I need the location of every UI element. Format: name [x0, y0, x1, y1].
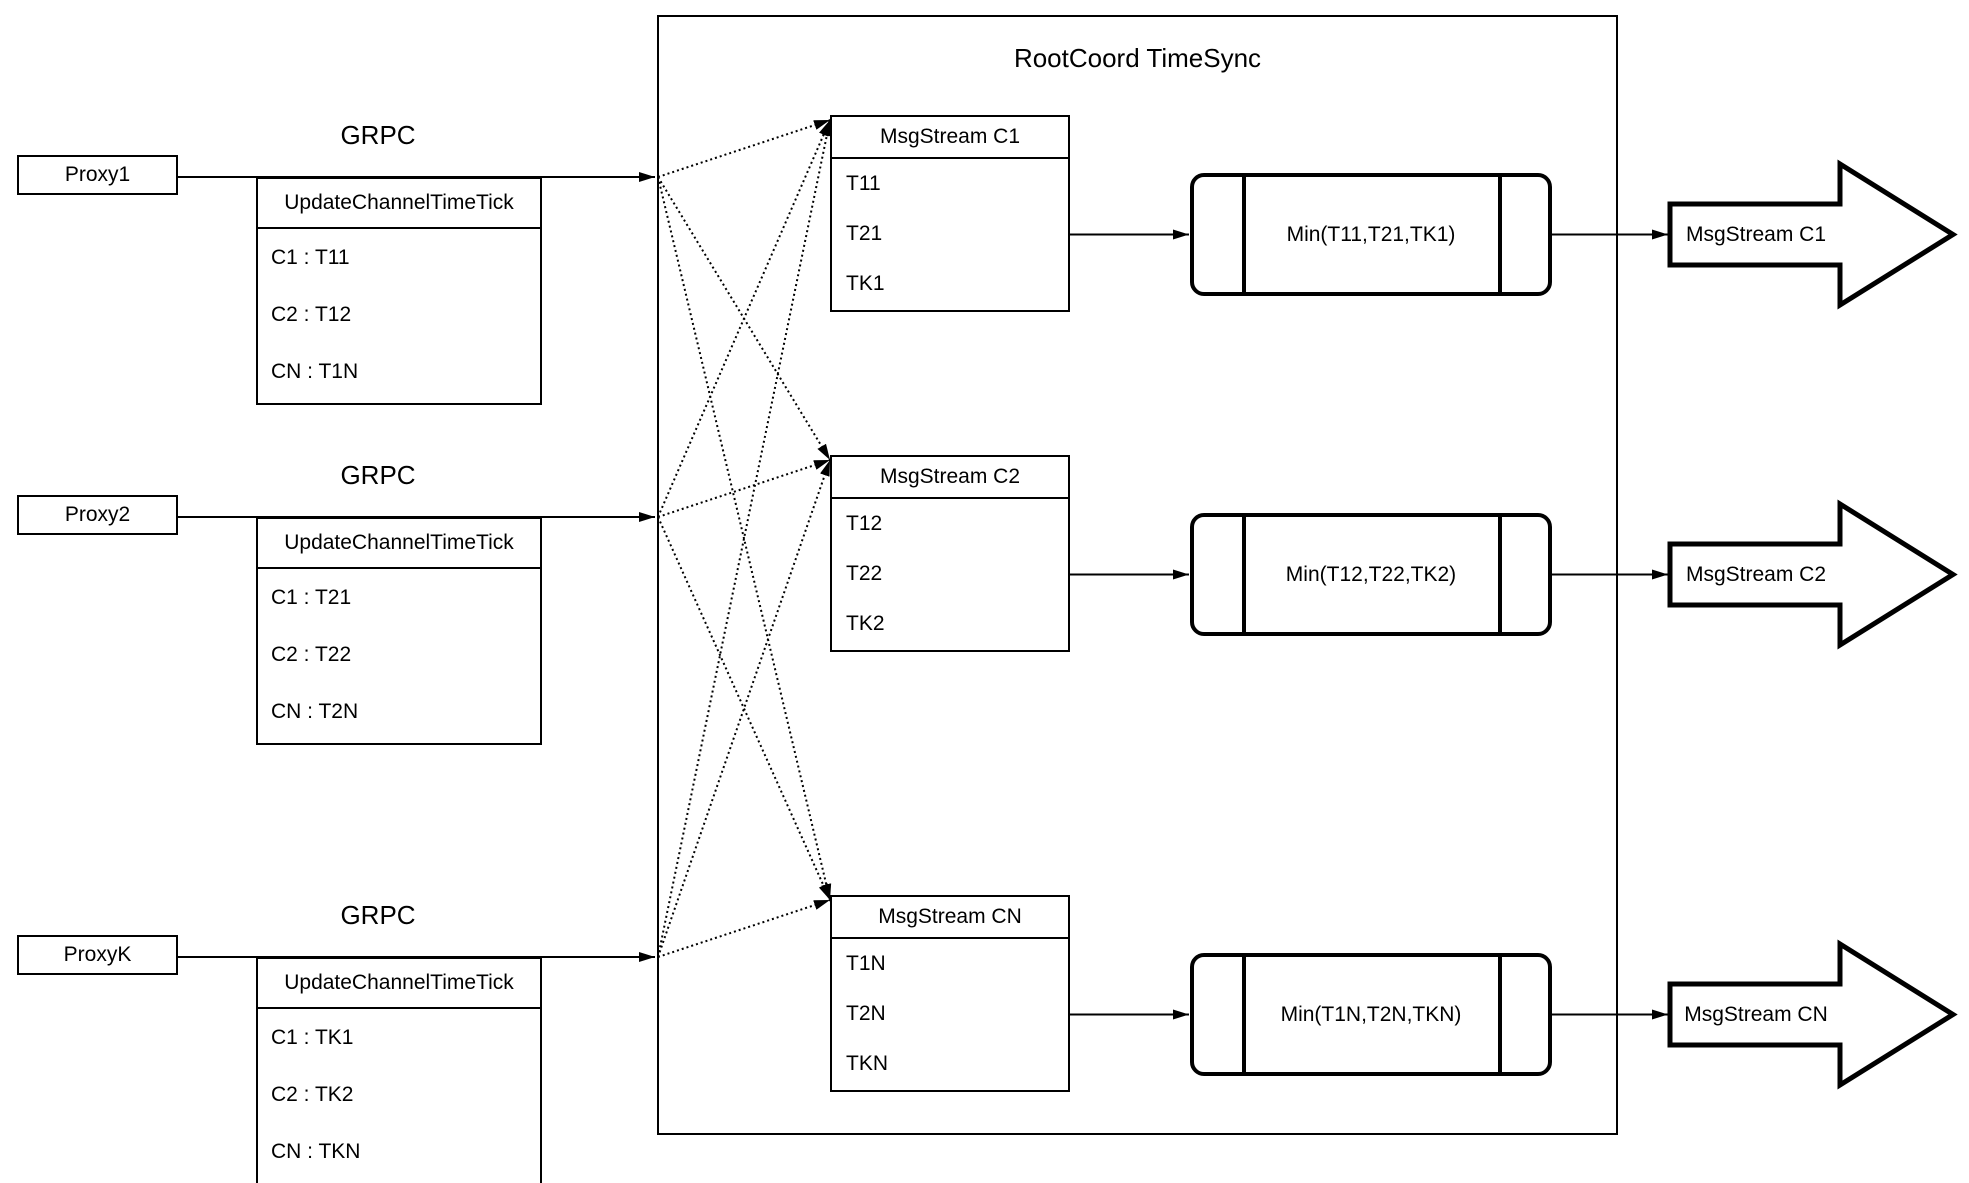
proxy-box: Proxy1	[17, 155, 178, 195]
table-row: T12	[846, 512, 883, 535]
process-bar	[1498, 517, 1502, 632]
table-header: MsgStream C1	[832, 117, 1068, 159]
table-header: MsgStream CN	[832, 897, 1068, 939]
update-channel-timetick-table: UpdateChannelTimeTick C1 : T11 C2 : T12 …	[256, 177, 542, 405]
table-row: T11	[846, 172, 881, 195]
msgstream-table: MsgStream C1 T11 T21 TK1	[830, 115, 1070, 312]
grpc-label: GRPC	[340, 459, 416, 490]
table-row: T2N	[846, 1002, 886, 1025]
grpc-label: GRPC	[340, 899, 416, 930]
table-row: TK1	[846, 272, 885, 295]
process-bar	[1498, 177, 1502, 292]
fanout-dotted-lines	[657, 119, 832, 958]
min-label: Min(T1N,T2N,TKN)	[1280, 1002, 1462, 1026]
rootcoord-title: RootCoord TimeSync	[1013, 43, 1262, 73]
output-arrow-label: MsgStream CN	[1684, 1003, 1828, 1026]
output-arrow-label: MsgStream C1	[1685, 223, 1827, 246]
msgstream-table: MsgStream C2 T12 T22 TK2	[830, 455, 1070, 652]
msgstream-output-arrow-shapes	[1667, 159, 1958, 1090]
update-channel-timetick-table: UpdateChannelTimeTick C1 : TK1 C2 : TK2 …	[256, 957, 542, 1183]
output-arrow-shape-c2	[1667, 499, 1958, 650]
table-row: C2 : T22	[271, 642, 352, 666]
output-arrow-shape-c1	[1667, 159, 1958, 310]
table-row: TKN	[846, 1052, 888, 1075]
min-process-box: Min(T12,T22,TK2)	[1190, 513, 1552, 636]
table-row: TK2	[846, 612, 885, 635]
process-bar	[1498, 957, 1502, 1072]
proxy-box: ProxyK	[17, 935, 178, 975]
proxy-box: Proxy2	[17, 495, 178, 535]
table-row: CN : T2N	[271, 699, 359, 723]
min-process-box: Min(T1N,T2N,TKN)	[1190, 953, 1552, 1076]
process-bar	[1242, 517, 1246, 632]
output-arrow-label: MsgStream C2	[1685, 563, 1827, 586]
table-row: C2 : T12	[271, 302, 352, 326]
process-bar	[1242, 957, 1246, 1072]
min-label: Min(T12,T22,TK2)	[1285, 562, 1457, 586]
update-channel-timetick-table: UpdateChannelTimeTick C1 : T21 C2 : T22 …	[256, 517, 542, 745]
process-bar	[1242, 177, 1246, 292]
table-row: T22	[846, 562, 883, 585]
table-header: MsgStream C2	[832, 457, 1068, 499]
min-to-output-lines	[1552, 229, 1668, 1020]
table-header: UpdateChannelTimeTick	[258, 959, 540, 1009]
msgstream-table: MsgStream CN T1N T2N TKN	[830, 895, 1070, 1092]
table-row: CN : T1N	[271, 359, 359, 383]
min-label: Min(T11,T21,TK1)	[1286, 222, 1456, 246]
table-header: UpdateChannelTimeTick	[258, 179, 540, 229]
table-row: C1 : T11	[271, 245, 350, 269]
table-to-min-lines	[1070, 229, 1189, 1020]
output-arrow-shape-cn	[1667, 939, 1958, 1090]
table-row: T21	[846, 222, 883, 245]
grpc-label: GRPC	[340, 119, 416, 150]
table-header: UpdateChannelTimeTick	[258, 519, 540, 569]
table-row: T1N	[846, 952, 886, 975]
table-row: C1 : TK1	[271, 1025, 354, 1049]
table-row: C2 : TK2	[271, 1082, 354, 1106]
min-process-box: Min(T11,T21,TK1)	[1190, 173, 1552, 296]
table-row: CN : TKN	[271, 1139, 361, 1163]
table-row: C1 : T21	[271, 585, 352, 609]
